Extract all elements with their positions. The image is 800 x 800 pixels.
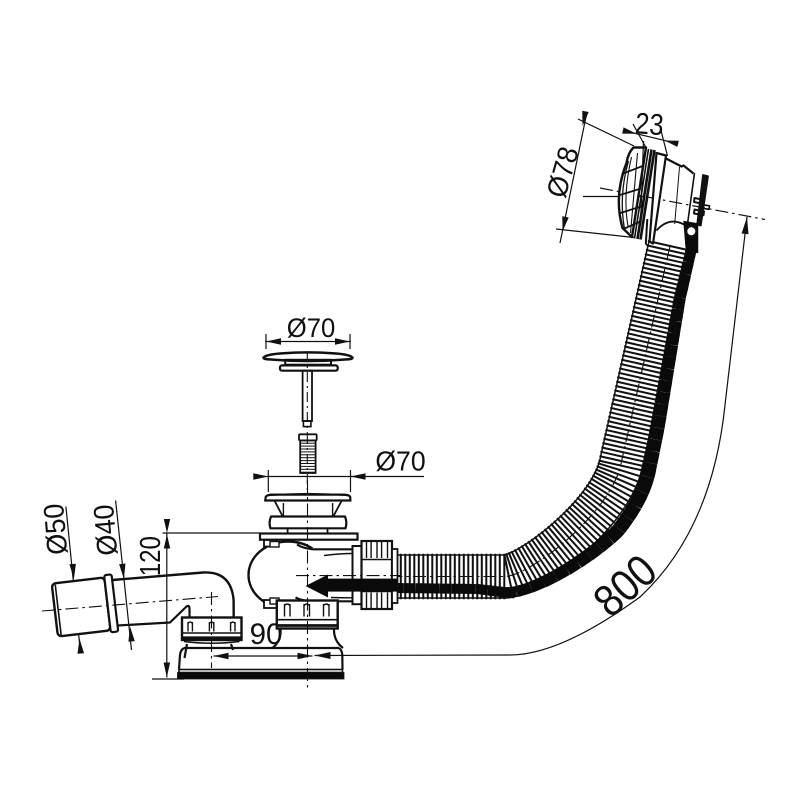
- svg-text:23: 23: [634, 106, 665, 141]
- svg-text:Ø70: Ø70: [375, 445, 425, 477]
- svg-text:Ø70: Ø70: [287, 312, 335, 343]
- svg-text:Ø40: Ø40: [87, 503, 123, 557]
- svg-text:Ø50: Ø50: [37, 502, 73, 556]
- svg-text:120: 120: [134, 536, 166, 576]
